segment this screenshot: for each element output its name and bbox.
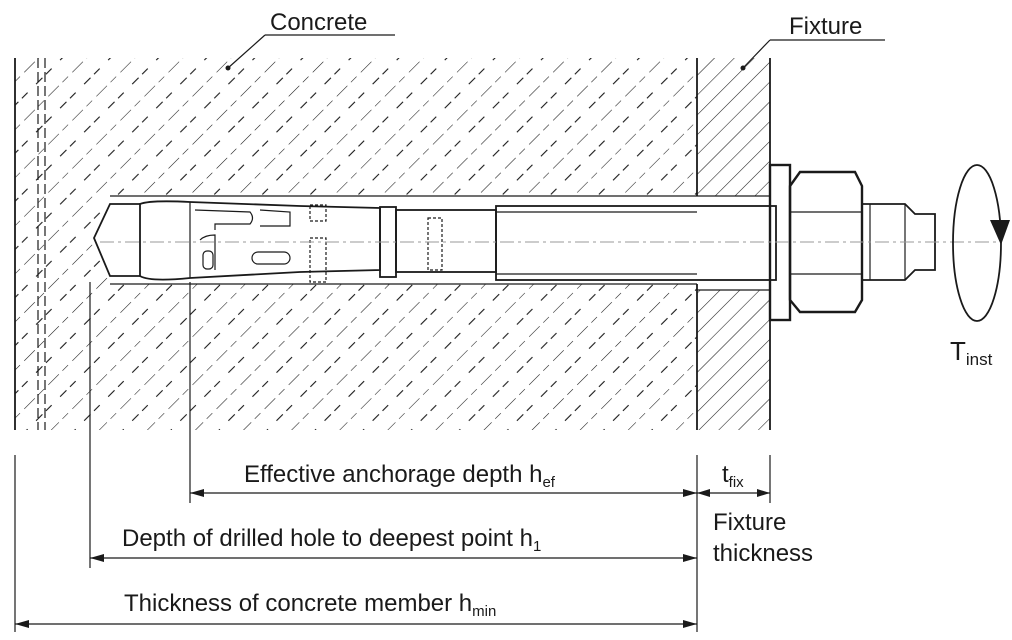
fixture-plate — [697, 58, 771, 430]
concrete-leader — [225, 34, 395, 71]
concrete-label: Concrete — [270, 9, 367, 36]
anchor-bolt — [93, 163, 1000, 322]
fixture-thickness-line2: thickness — [713, 540, 813, 567]
dimension-hef: Effective anchorage depth hef — [190, 461, 697, 497]
torque-label: Tinst — [950, 336, 993, 369]
hef-label: Effective anchorage depth hef — [244, 461, 556, 491]
dimension-h1: Depth of drilled hole to deepest point h… — [90, 525, 697, 562]
torque-arrow-icon — [952, 164, 1010, 322]
fixture-thickness-line1: Fixture — [713, 509, 786, 536]
tfix-label: tfix — [722, 461, 744, 491]
fixture-label: Fixture — [789, 13, 862, 40]
fixture-leader — [740, 39, 885, 71]
hmin-label: Thickness of concrete member hmin — [124, 590, 496, 620]
dimension-tfix: tfix — [697, 461, 770, 497]
drilled-hole — [110, 195, 697, 285]
dimension-hmin: Thickness of concrete member hmin — [15, 590, 697, 628]
h1-label: Depth of drilled hole to deepest point h… — [122, 525, 541, 555]
concrete-body — [14, 58, 698, 430]
extension-lines — [14, 282, 771, 632]
